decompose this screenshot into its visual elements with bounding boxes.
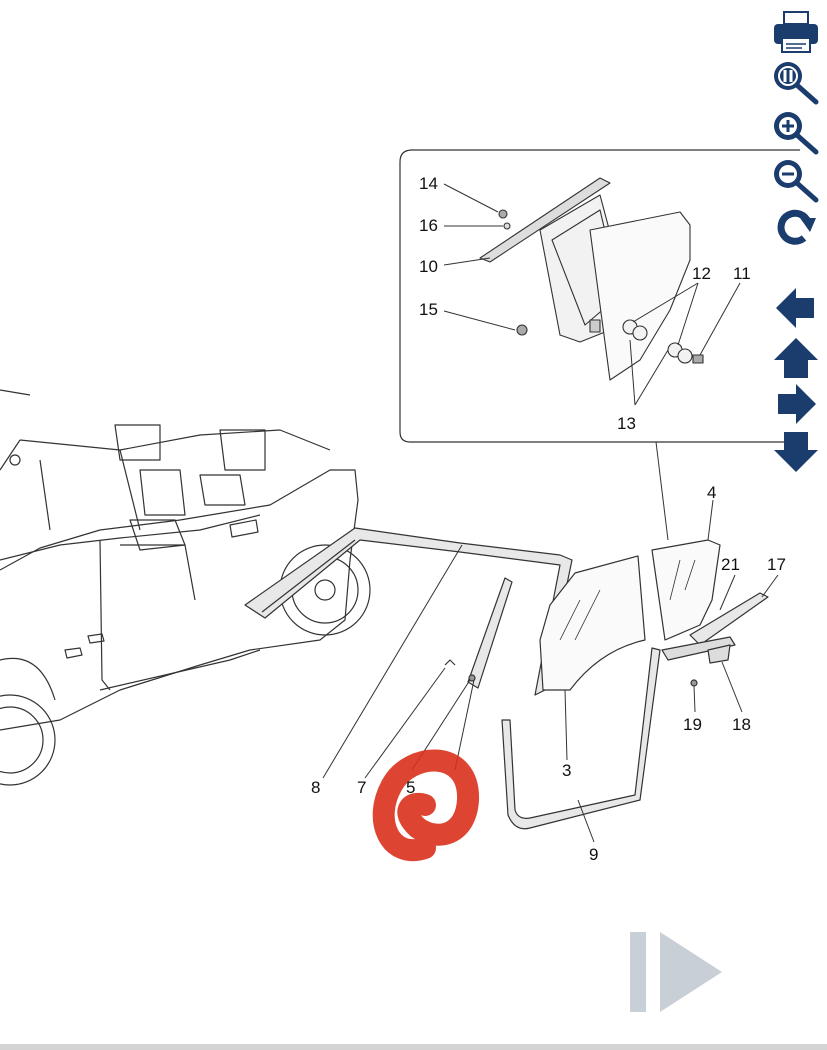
callout-13: 13 <box>617 414 636 433</box>
callout-3: 3 <box>562 761 572 780</box>
inset-callout-leaders <box>443 183 741 406</box>
callout-5: 5 <box>406 778 416 797</box>
bottom-scrollbar-track <box>0 1044 827 1050</box>
print-button[interactable] <box>770 8 822 56</box>
pan-up-button[interactable] <box>770 334 822 382</box>
callout-18: 18 <box>732 715 751 734</box>
zoom-reset-button[interactable] <box>770 58 822 106</box>
zoom-reset-icon <box>774 62 819 105</box>
zoom-out-button[interactable] <box>770 156 822 204</box>
callout-7: 7 <box>357 778 367 797</box>
detail-inset-frame <box>399 149 800 443</box>
pan-left-button[interactable] <box>770 284 822 332</box>
callout-17: 17 <box>767 555 786 574</box>
callout-9: 9 <box>589 845 599 864</box>
zoom-in-button[interactable] <box>770 108 822 156</box>
car-illustration <box>0 389 371 786</box>
zoom-out-icon <box>774 160 819 203</box>
callout-10: 10 <box>419 257 438 276</box>
callout-19: 19 <box>683 715 702 734</box>
callout-15: 15 <box>419 300 438 319</box>
arrow-down-icon <box>774 432 818 472</box>
arrow-left-icon <box>776 288 814 328</box>
callout-21: 21 <box>721 555 740 574</box>
main-callout-leaders <box>322 499 779 843</box>
printer-icon <box>774 11 818 53</box>
pan-down-button[interactable] <box>770 428 822 476</box>
callout-16: 16 <box>419 216 438 235</box>
next-page-icon <box>630 932 722 1012</box>
arrow-right-icon <box>778 384 816 424</box>
refresh-button[interactable] <box>770 204 822 252</box>
callout-12: 12 <box>692 264 711 283</box>
callout-8: 8 <box>311 778 321 797</box>
window-regulator-illustration <box>479 177 704 381</box>
callout-11: 11 <box>733 264 751 283</box>
callout-14: 14 <box>419 174 438 193</box>
arrow-up-icon <box>774 338 818 378</box>
callout-4: 4 <box>707 483 717 502</box>
door-glass-parts <box>244 527 769 830</box>
inset-leader-line <box>655 441 669 541</box>
red-highlight-scribble <box>372 749 479 861</box>
zoom-in-icon <box>774 112 819 155</box>
next-page-button[interactable] <box>624 928 728 1016</box>
pan-right-button[interactable] <box>770 380 822 428</box>
refresh-icon <box>777 209 816 245</box>
